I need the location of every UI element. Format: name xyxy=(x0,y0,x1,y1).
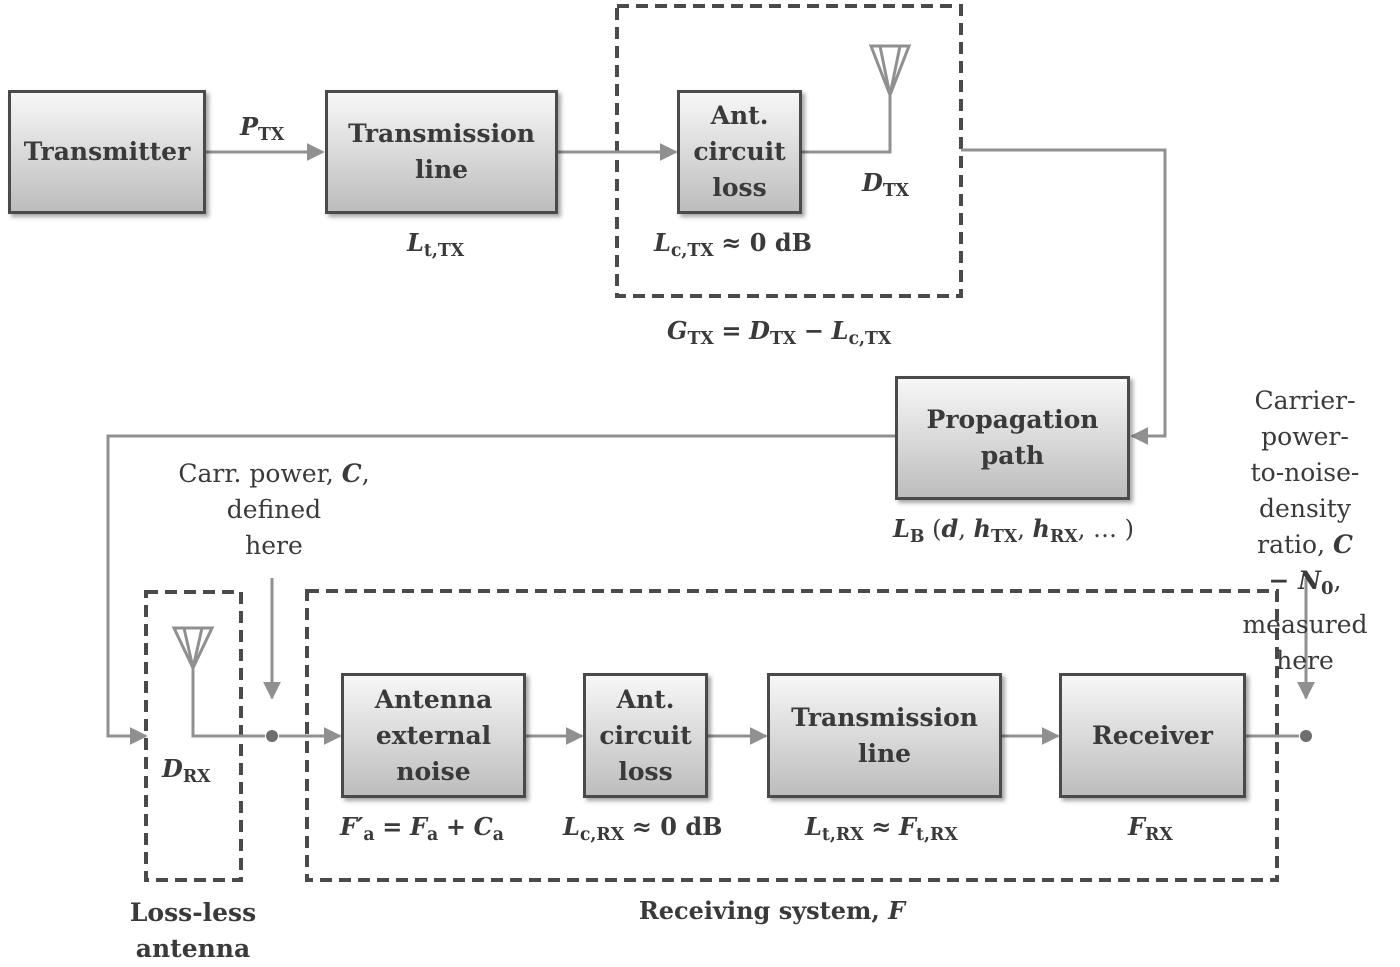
tx-transmission-line-block: Transmission line xyxy=(325,90,558,214)
l-c-rx-label: Lc,RX ≈ 0 dB xyxy=(563,812,723,845)
lossless-antenna-caption: Loss-less antenna xyxy=(129,898,257,963)
tx-ant-circuit-loss-label: Ant. circuit loss xyxy=(693,101,786,202)
l-b-label: LB (d, hTX, hRX, … ) xyxy=(893,514,1134,547)
carr-power-annotation: Carr. power, C, defined here xyxy=(178,459,370,560)
d-tx-label: DTX xyxy=(862,168,910,201)
l-c-tx-label: Lc,TX ≈ 0 dB xyxy=(654,228,812,261)
p-tx-label: PTX xyxy=(240,112,285,145)
tx-antenna-feed xyxy=(802,95,892,154)
propagation-path-label: Propagation path xyxy=(926,405,1099,470)
antenna-external-noise-block: Antenna external noise xyxy=(341,673,526,798)
f-rx-label: FRX xyxy=(1128,812,1173,845)
receiving-system-group xyxy=(305,589,1279,882)
receiver-block: Receiver xyxy=(1059,673,1246,798)
rx-transmission-line-label: Transmission line xyxy=(791,702,978,768)
arrow-to-propagation xyxy=(961,148,1167,445)
propagation-path-block: Propagation path xyxy=(895,376,1130,500)
carr-power-node xyxy=(266,730,278,742)
tx-ant-circuit-loss-block: Ant. circuit loss xyxy=(677,90,802,214)
cnr-node xyxy=(1300,730,1312,742)
rx-ant-circuit-loss-block: Ant. circuit loss xyxy=(583,673,708,798)
tx-antenna-icon xyxy=(868,44,912,100)
receiving-system-caption: Receiving system, F xyxy=(638,896,906,925)
f-a-equation: F′a = Fa + Ca xyxy=(340,812,504,845)
transmitter-block: Transmitter xyxy=(8,90,206,214)
rx-antenna-feed xyxy=(191,668,265,738)
transmitter-label: Transmitter xyxy=(23,137,191,166)
rx-antenna-icon xyxy=(171,626,215,672)
receiver-label: Receiver xyxy=(1092,720,1213,750)
arrow-propagation-to-rx xyxy=(106,434,895,745)
g-tx-equation: GTX = DTX − Lc,TX xyxy=(667,316,892,349)
tx-transmission-line-label: Transmission line xyxy=(348,119,535,184)
rx-ant-circuit-loss-label: Ant. circuit loss xyxy=(599,684,692,786)
rx-transmission-line-block: Transmission line xyxy=(767,673,1002,798)
antenna-external-noise-label: Antenna external noise xyxy=(374,684,493,786)
d-rx-label: DRX xyxy=(162,754,211,787)
l-t-tx-label: Lt,TX xyxy=(407,228,465,261)
cnr-annotation: Carrier-power- to-noise-density ratio, C… xyxy=(1242,386,1368,676)
l-t-rx-label: Lt,RX ≈ Ft,RX xyxy=(805,812,958,845)
